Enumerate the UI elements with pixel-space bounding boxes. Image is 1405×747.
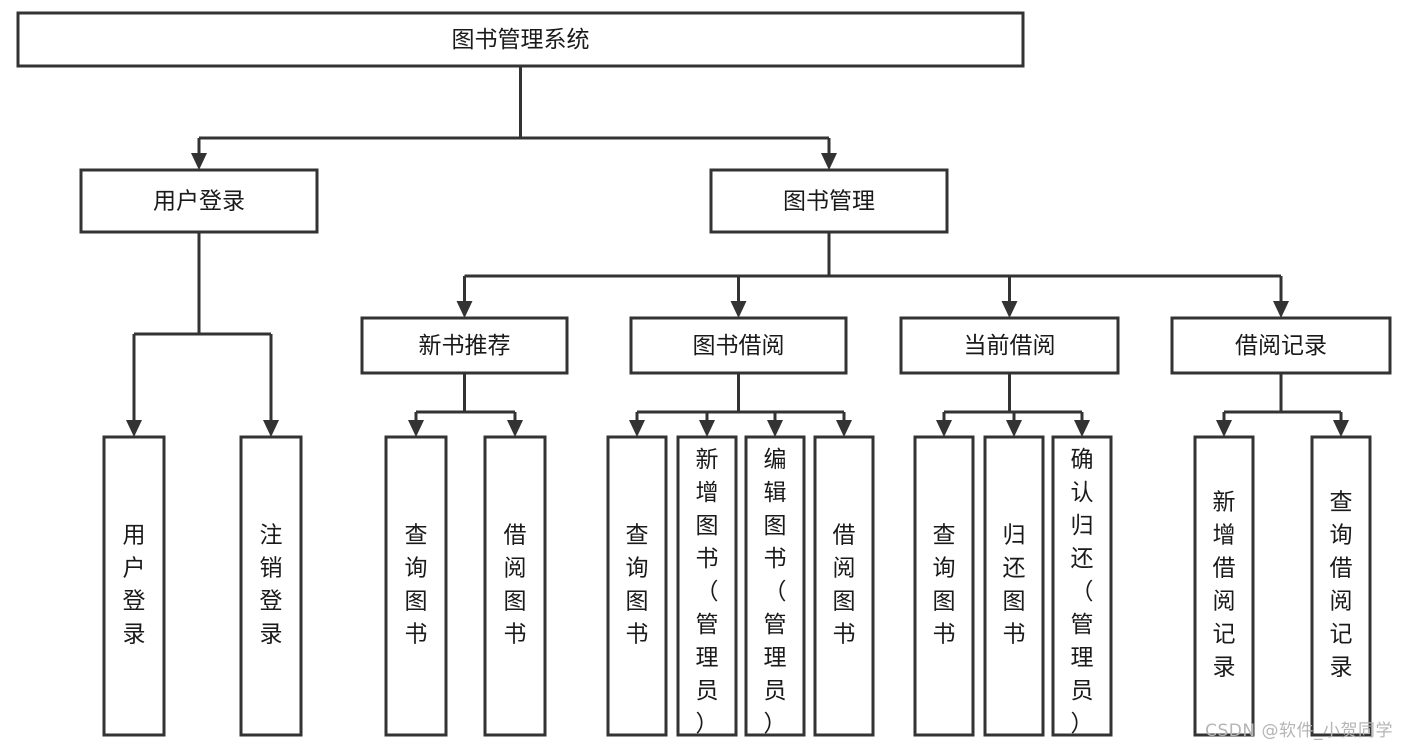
node-leaf-add-record-box[interactable] [1193,435,1255,737]
node-leaf-add-record[interactable]: 新增借阅记录 [1193,435,1255,737]
node-leaf-edit-book-label: 编辑图书（管理员） [764,447,787,737]
node-leaf-query-book-b[interactable]: 查询图书 [606,435,668,737]
node-leaf-confirm-return-box[interactable] [1051,435,1113,737]
node-leaf-query-record-box[interactable] [1310,435,1372,737]
node-leaf-return-book-box[interactable] [983,435,1045,737]
node-borrow-record-box[interactable] [1170,316,1392,375]
node-root-system-label: 图书管理系统 [452,27,590,53]
node-current-borrow-label: 当前借阅 [964,333,1056,359]
book-borrow-to-leaf-query-book-b-arrowhead [629,420,645,437]
bm-to-borrow-record-arrowhead [1273,301,1289,318]
node-borrow-record-label: 借阅记录 [1235,333,1327,359]
node-leaf-edit-book[interactable]: 编辑图书（管理员） [744,435,806,737]
node-leaf-query-record-label: 查询借阅记录 [1330,490,1353,681]
borrow-record-to-leaf-add-record-arrowhead [1216,420,1232,437]
node-leaf-borrow-book-b-box[interactable] [813,435,875,737]
nodes-layer: 图书管理系统用户登录图书管理新书推荐图书借阅当前借阅借阅记录用户登录注销登录查询… [16,11,1392,737]
current-borrow-to-leaf-confirm-return-arrowhead [1074,420,1090,437]
book-borrow-to-leaf-add-book-arrowhead [699,420,715,437]
node-user-login-box[interactable] [79,168,319,234]
node-borrow-record[interactable]: 借阅记录 [1170,316,1392,375]
book-borrow-to-leaf-borrow-book-b-arrowhead [836,420,852,437]
root-to-book-management-arrowhead [821,153,837,170]
node-leaf-query-book-a-label: 查询图书 [405,523,428,648]
node-book-management-label: 图书管理 [783,189,875,215]
connectors-layer [126,66,1349,437]
node-new-book-recommend-box[interactable] [360,316,569,375]
node-leaf-user-logout-label: 注销登录 [260,523,283,648]
node-leaf-query-book-c[interactable]: 查询图书 [913,435,975,737]
node-user-login[interactable]: 用户登录 [79,168,319,234]
node-leaf-borrow-book-a[interactable]: 借阅图书 [483,435,547,737]
bm-to-new-book-recommend-arrowhead [456,301,473,318]
current-borrow-to-leaf-query-book-c-arrowhead [936,420,952,437]
node-current-borrow[interactable]: 当前借阅 [899,316,1120,375]
node-new-book-recommend[interactable]: 新书推荐 [360,316,569,375]
book-borrow-to-leaf-edit-book-arrowhead [767,420,783,437]
node-leaf-query-book-c-box[interactable] [913,435,975,737]
node-root-system[interactable]: 图书管理系统 [16,11,1025,68]
node-user-login-label: 用户登录 [153,189,245,215]
node-leaf-confirm-return[interactable]: 确认归还（管理员） [1051,435,1113,737]
current-borrow-to-leaf-return-book-arrowhead [1006,420,1022,437]
new-book-recommend-to-leaf-borrow-book-a-arrowhead [507,420,523,437]
node-leaf-query-book-b-box[interactable] [606,435,668,737]
node-leaf-add-book[interactable]: 新增图书（管理员） [676,435,738,737]
node-leaf-return-book-label: 归还图书 [1003,523,1026,648]
node-leaf-borrow-book-b-label: 借阅图书 [833,523,856,648]
node-leaf-confirm-return-label: 确认归还（管理员） [1071,447,1094,737]
node-book-borrow[interactable]: 图书借阅 [629,316,848,375]
node-book-management-box[interactable] [709,168,949,234]
node-leaf-borrow-book-a-label: 借阅图书 [504,523,527,648]
new-book-recommend-to-leaf-query-book-a-arrowhead [408,420,424,437]
node-leaf-query-book-c-label: 查询图书 [933,523,956,648]
node-leaf-add-book-label: 新增图书（管理员） [696,447,719,737]
node-leaf-query-record[interactable]: 查询借阅记录 [1310,435,1372,737]
node-leaf-edit-book-box[interactable] [744,435,806,737]
node-leaf-user-logout[interactable]: 注销登录 [239,435,303,737]
node-leaf-borrow-book-b[interactable]: 借阅图书 [813,435,875,737]
node-leaf-user-login-label: 用户登录 [123,523,146,648]
node-leaf-user-login-box[interactable] [102,435,166,737]
node-root-system-box[interactable] [16,11,1025,68]
user-login-to-leaf-user-login-arrowhead [126,420,142,437]
node-leaf-return-book[interactable]: 归还图书 [983,435,1045,737]
node-current-borrow-box[interactable] [899,316,1120,375]
user-login-to-leaf-user-logout-arrowhead [263,420,279,437]
node-leaf-user-logout-box[interactable] [239,435,303,737]
node-leaf-query-book-a[interactable]: 查询图书 [384,435,448,737]
node-new-book-recommend-label: 新书推荐 [419,333,511,359]
node-leaf-borrow-book-a-box[interactable] [483,435,547,737]
node-leaf-query-book-a-box[interactable] [384,435,448,737]
node-leaf-query-book-b-label: 查询图书 [626,523,649,648]
node-book-borrow-box[interactable] [629,316,848,375]
bm-to-current-borrow-arrowhead [1001,301,1018,318]
node-book-borrow-label: 图书借阅 [693,333,785,359]
root-to-user-login-arrowhead [191,153,207,170]
bm-to-book-borrow-arrowhead [730,301,747,318]
node-leaf-add-book-box[interactable] [676,435,738,737]
node-book-management[interactable]: 图书管理 [709,168,949,234]
borrow-record-to-leaf-query-record-arrowhead [1333,420,1349,437]
node-leaf-user-login[interactable]: 用户登录 [102,435,166,737]
node-leaf-add-record-label: 新增借阅记录 [1213,490,1236,681]
